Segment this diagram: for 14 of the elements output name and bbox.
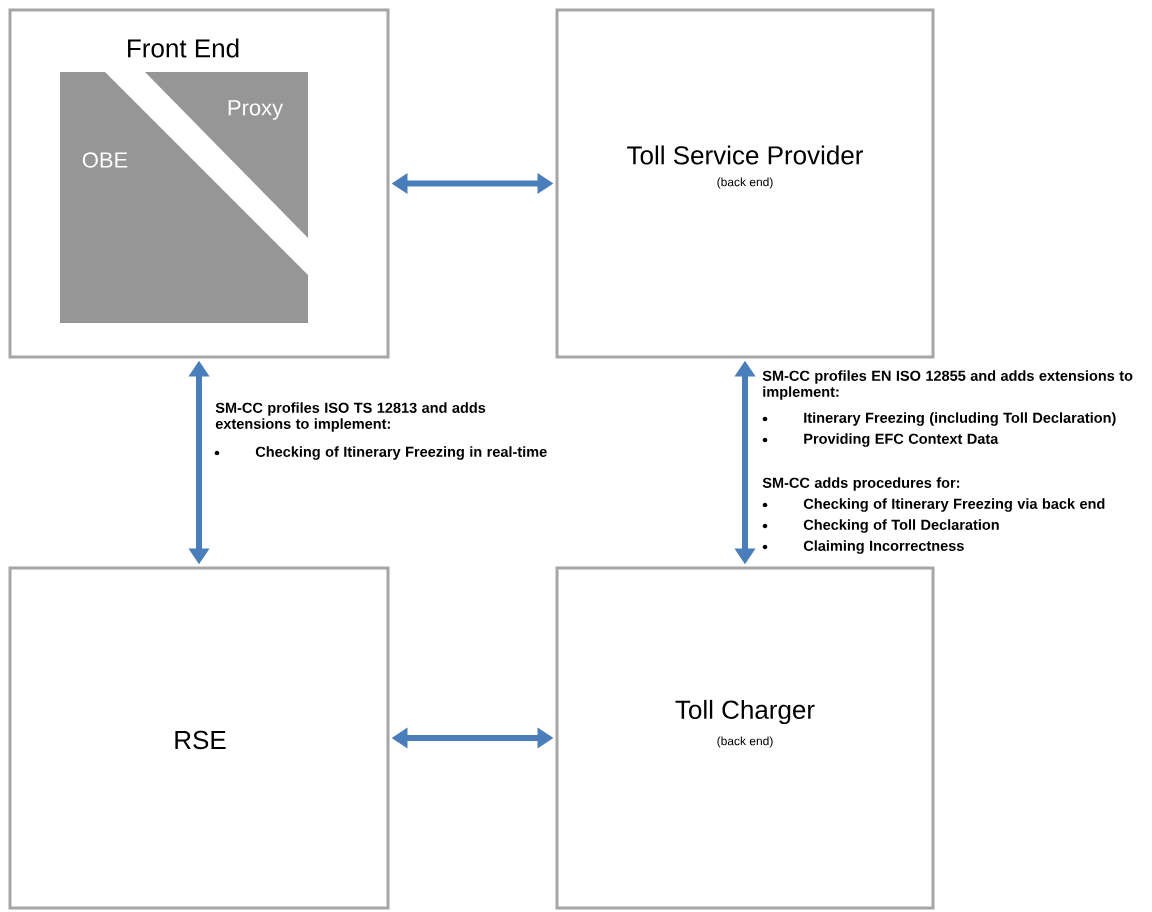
annotation: Checking of Itinerary Freezing via back end bbox=[803, 498, 1105, 512]
annotation: Checking of Itinerary Freezing in real-time bbox=[255, 446, 547, 460]
annotation: Providing EFC Context Data bbox=[804, 433, 999, 447]
annotation: Checking of Toll Declaration bbox=[803, 519, 999, 533]
diagram-region: Proxy bbox=[145, 72, 308, 238]
annotation: SM-CC profiles EN ISO 12855 and adds extensions to implement: bbox=[762, 370, 1133, 400]
box: Toll Charger (back end) bbox=[555, 566, 935, 910]
box: RSE bbox=[8, 566, 390, 910]
annotation: SM-CC adds procedures for: bbox=[762, 477, 960, 491]
box: Toll Service Provider (back end) bbox=[555, 8, 935, 359]
node-label: Proxy bbox=[228, 100, 284, 120]
annotation: Itinerary Freezing (including Toll Declaration) bbox=[804, 412, 1116, 426]
annotation: SM-CC profiles ISO TS 12813 and adds extensions to implement: bbox=[215, 402, 486, 432]
annotation: Claiming Incorrectness bbox=[803, 540, 964, 554]
